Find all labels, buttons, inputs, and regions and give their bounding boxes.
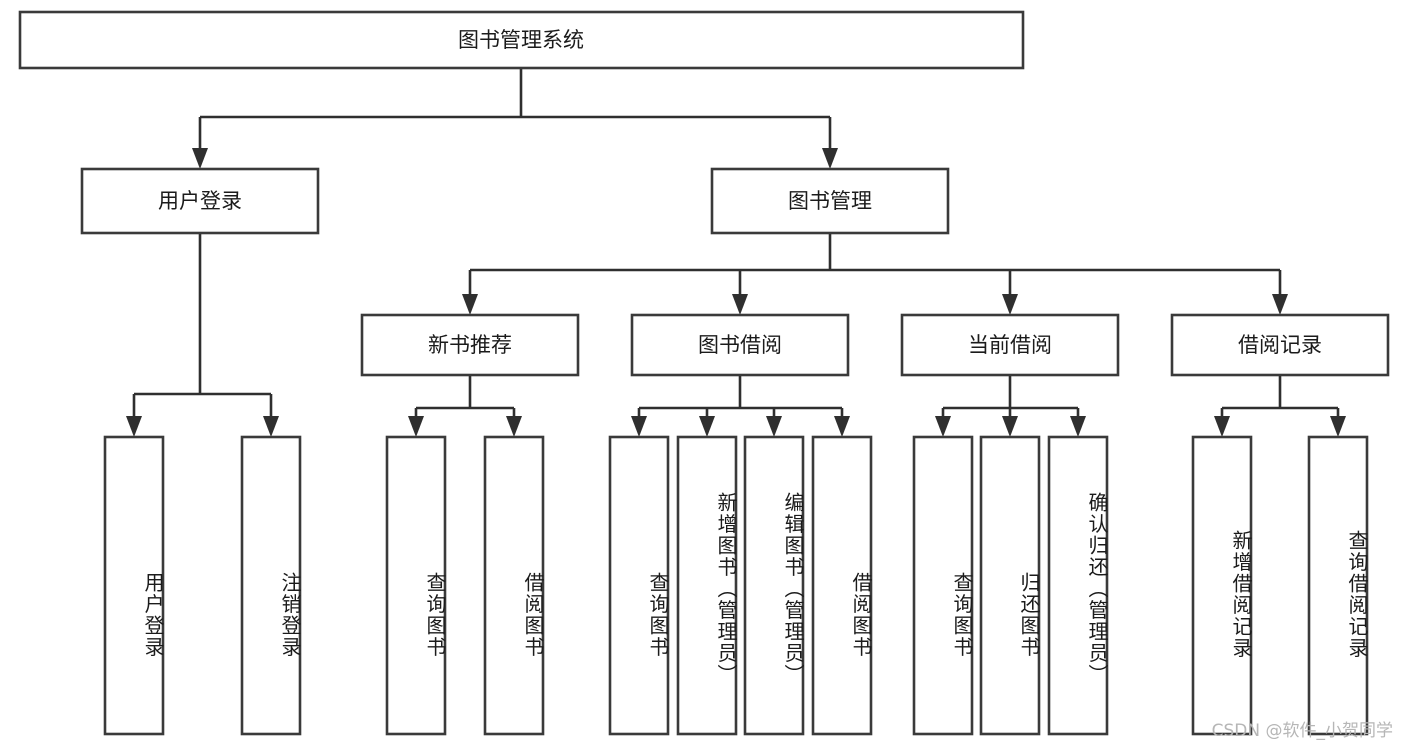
- arrow-to-borrow-record: [1272, 294, 1288, 315]
- node-borrow-record-box[interactable]: [1170, 313, 1390, 377]
- node-borrow-record[interactable]: 借阅记录: [1170, 313, 1390, 377]
- node-current-borrow-box[interactable]: [900, 313, 1120, 377]
- arrow-to-book-manage: [822, 148, 838, 169]
- node-new-book-recommend[interactable]: 新书推荐: [360, 313, 580, 377]
- node-current-borrow[interactable]: 当前借阅: [900, 313, 1120, 377]
- node-leaf-edit-book-box[interactable]: [743, 435, 805, 736]
- node-user-login-box[interactable]: [80, 167, 320, 235]
- node-leaf-borrow-book-1-box[interactable]: [483, 435, 545, 736]
- node-book-manage[interactable]: 图书管理: [710, 167, 950, 235]
- node-new-book-recommend-label: 新书推荐: [428, 333, 512, 357]
- node-leaf-query-record-box[interactable]: [1307, 435, 1369, 736]
- node-layer: 图书管理系统 用户登录 图书管理 新书推荐 图书借阅: [18, 10, 1390, 736]
- arrow-to-book-borrow: [732, 294, 748, 315]
- node-leaf-user-login-box[interactable]: [103, 435, 165, 736]
- node-leaf-confirm-return-box[interactable]: [1047, 435, 1109, 736]
- node-current-borrow-label: 当前借阅: [968, 333, 1052, 357]
- node-user-login[interactable]: 用户登录: [80, 167, 320, 235]
- node-borrow-record-label: 借阅记录: [1238, 333, 1322, 357]
- arrow-to-user-login: [192, 148, 208, 169]
- arrow-leaf-logout-login: [263, 416, 279, 437]
- node-new-book-recommend-box[interactable]: [360, 313, 580, 377]
- arrow-leaf-confirm-return: [1070, 416, 1086, 437]
- arrow-leaf-edit-book: [766, 416, 782, 437]
- node-leaf-add-book-box[interactable]: [676, 435, 738, 736]
- node-book-borrow-box[interactable]: [630, 313, 850, 377]
- arrow-leaf-add-record: [1214, 416, 1230, 437]
- node-leaf-logout-login-box[interactable]: [240, 435, 302, 736]
- arrow-leaf-borrow-book-2: [834, 416, 850, 437]
- node-root-box[interactable]: [18, 10, 1025, 70]
- connector-layer: [126, 68, 1346, 437]
- arrow-to-current-borrow: [1002, 294, 1018, 315]
- arrow-leaf-user-login: [126, 416, 142, 437]
- node-leaf-return-book-box[interactable]: [979, 435, 1041, 736]
- node-book-borrow[interactable]: 图书借阅: [630, 313, 850, 377]
- arrow-leaf-query-book-1: [408, 416, 424, 437]
- node-book-manage-label: 图书管理: [788, 189, 872, 213]
- arrow-leaf-query-book-2: [631, 416, 647, 437]
- node-root[interactable]: 图书管理系统: [18, 10, 1025, 70]
- arrow-leaf-add-book: [699, 416, 715, 437]
- arrow-leaf-borrow-book-1: [506, 416, 522, 437]
- arrow-leaf-query-record: [1330, 416, 1346, 437]
- node-book-manage-box[interactable]: [710, 167, 950, 235]
- arrow-leaf-query-book-3: [935, 416, 951, 437]
- node-leaf-add-record-box[interactable]: [1191, 435, 1253, 736]
- node-leaf-query-book-1-box[interactable]: [385, 435, 447, 736]
- node-book-borrow-label: 图书借阅: [698, 333, 782, 357]
- node-user-login-label: 用户登录: [158, 189, 242, 213]
- node-leaf-query-book-3-box[interactable]: [912, 435, 974, 736]
- node-leaf-borrow-book-2-box[interactable]: [811, 435, 873, 736]
- arrow-to-new-book: [462, 294, 478, 315]
- node-leaf-query-book-2-box[interactable]: [608, 435, 670, 736]
- arrow-leaf-return-book: [1002, 416, 1018, 437]
- node-root-label: 图书管理系统: [458, 28, 584, 52]
